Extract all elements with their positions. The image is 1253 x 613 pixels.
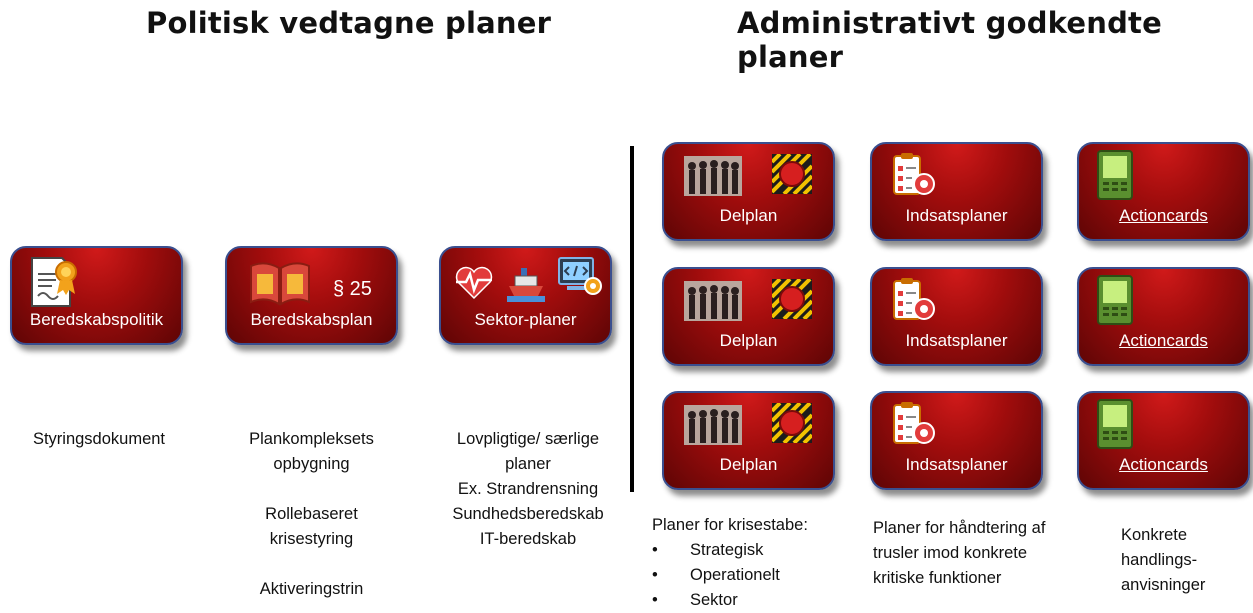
card-delplan[interactable]: Delplan [662, 391, 835, 490]
list-item: Strategisk [652, 538, 852, 563]
list-item: Operationelt [652, 563, 852, 588]
card-actioncards[interactable]: Actioncards [1077, 391, 1250, 490]
card-actioncards[interactable]: Actioncards [1077, 267, 1250, 366]
card-label[interactable]: Actioncards [1119, 206, 1208, 225]
card-label: Delplan [719, 331, 778, 350]
heading-administrative: Administrativt godkendte planer [737, 6, 1162, 74]
card-actioncards[interactable]: Actioncards [1077, 142, 1250, 241]
card-label: Indsatsplaner [905, 455, 1008, 474]
card-label[interactable]: Actioncards [1119, 331, 1208, 350]
card-indsatsplaner[interactable]: Indsatsplaner [870, 142, 1043, 241]
ship-icon [507, 268, 545, 302]
group-people-icon [684, 156, 742, 196]
emergency-button-icon [772, 154, 812, 194]
vertical-divider [630, 146, 634, 492]
desc-styringsdokument: Styringsdokument [32, 430, 166, 448]
emergency-button-icon [772, 279, 812, 319]
card-sektorplaner[interactable]: Sektor-planer [439, 246, 612, 345]
open-book-icon [250, 262, 310, 306]
card-label: Beredskabspolitik [29, 310, 164, 329]
heart-pulse-icon [455, 266, 493, 300]
desc-haandtering: Planer for håndtering af trusler imod ko… [873, 519, 1046, 587]
card-indsatsplaner[interactable]: Indsatsplaner [870, 391, 1043, 490]
card-label: Beredskabsplan [250, 310, 373, 329]
card-label: Sektor-planer [474, 310, 577, 329]
card-label: Delplan [719, 206, 778, 225]
desc-sektorplaner: Lovpligtige/ særlige planer Ex. Strandre… [452, 430, 604, 548]
list-item: Sektor [652, 588, 852, 613]
emergency-button-icon [772, 403, 812, 443]
card-label: Delplan [719, 455, 778, 474]
group-people-icon [684, 281, 742, 321]
card-beredskabsplan[interactable]: § 25 Beredskabsplan [225, 246, 398, 345]
tablet-icon [1097, 150, 1133, 200]
group-people-icon [684, 405, 742, 445]
clipboard-gear-icon [893, 278, 935, 320]
clipboard-gear-icon [893, 153, 935, 195]
desc-handlingsanvisninger: Konkrete handlings- anvisninger [1121, 526, 1206, 594]
clipboard-gear-icon [893, 402, 935, 444]
card-label[interactable]: Actioncards [1119, 455, 1208, 474]
desc-krisestabe: Planer for krisestabe: Strategisk Operat… [652, 513, 852, 613]
card-delplan[interactable]: Delplan [662, 267, 835, 366]
computer-code-icon [558, 257, 602, 295]
desc-plankompleks: Plankompleksets opbygning Rollebaseret k… [249, 430, 374, 598]
card-indsatsplaner[interactable]: Indsatsplaner [870, 267, 1043, 366]
card-delplan[interactable]: Delplan [662, 142, 835, 241]
heading-political: Politisk vedtagne planer [146, 6, 552, 40]
certificate-icon [31, 257, 77, 307]
tablet-icon [1097, 399, 1133, 449]
paragraph-number: § 25 [333, 278, 372, 300]
tablet-icon [1097, 275, 1133, 325]
card-beredskabspolitik[interactable]: Beredskabspolitik [10, 246, 183, 345]
card-label: Indsatsplaner [905, 206, 1008, 225]
card-label: Indsatsplaner [905, 331, 1008, 350]
